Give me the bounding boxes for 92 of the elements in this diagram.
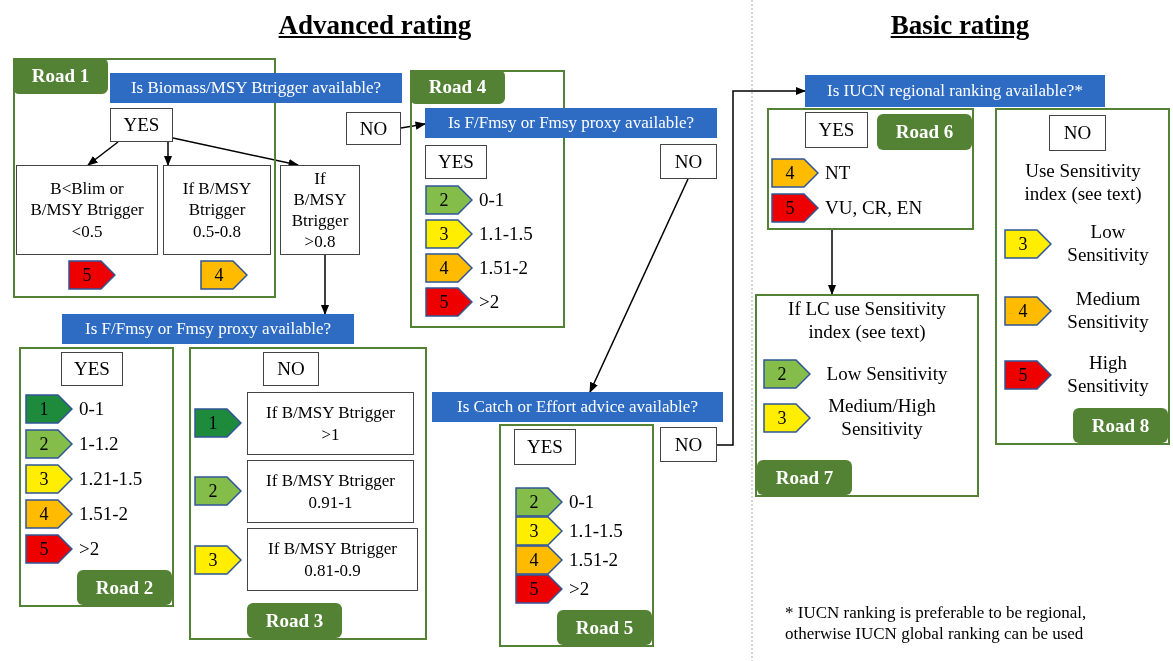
rating-range: 0-1 xyxy=(479,188,505,212)
road-panel xyxy=(995,108,1170,445)
rating-badge: 1 xyxy=(25,394,73,424)
rating-badge: 2 xyxy=(194,476,242,506)
rating-badge: 3 xyxy=(194,545,242,575)
road-panel xyxy=(755,294,979,497)
road-tab: Road 5 xyxy=(557,610,652,645)
rating-range: >2 xyxy=(479,290,500,314)
rating-range: 1.21-1.5 xyxy=(79,467,143,491)
road-panel xyxy=(499,424,654,647)
rating-badge: 4 xyxy=(515,545,563,575)
rating-range: 1.51-2 xyxy=(79,502,129,526)
rating-badge: 5 xyxy=(1004,360,1052,390)
arrow xyxy=(163,141,173,167)
road-panel xyxy=(19,347,174,607)
rating-badge: 5 xyxy=(515,574,563,604)
condition-box: B<Blim or B/MSY Btrigger <0.5 xyxy=(16,165,158,255)
road-tab: Road 1 xyxy=(15,60,108,94)
rating-badge: 4 xyxy=(25,499,73,529)
answer-box: NO xyxy=(660,427,717,462)
rating-badge: 4 xyxy=(425,253,473,283)
answer-box: YES xyxy=(425,145,487,179)
rating-badge: 3 xyxy=(515,516,563,546)
road-tab: Road 4 xyxy=(412,72,505,104)
question-banner: Is F/Fmsy or Fmsy proxy available? xyxy=(425,108,717,138)
condition-box: If B/MSY Btrigger >0.8 xyxy=(280,165,360,255)
arrow xyxy=(716,86,807,446)
rating-range: 1.51-2 xyxy=(569,548,619,572)
question-banner: Is IUCN regional ranking available?* xyxy=(805,75,1105,107)
panel-heading: Use Sensitivity index (see text) xyxy=(1023,160,1143,206)
panel-heading: If LC use Sensitivity index (see text) xyxy=(787,298,947,344)
arrow xyxy=(589,178,689,393)
rating-range: 1.1-1.5 xyxy=(569,519,623,543)
rating-range: High Sensitivity xyxy=(1066,352,1150,398)
arrow xyxy=(320,254,330,316)
rating-range: Low Sensitivity xyxy=(825,362,949,386)
condition-box: If B/MSY Btrigger 0.91-1 xyxy=(247,460,414,523)
question-banner: Is F/Fmsy or Fmsy proxy available? xyxy=(62,314,354,344)
answer-box: YES xyxy=(110,108,173,142)
rating-badge: 2 xyxy=(763,359,811,389)
question-banner: Is Catch or Effort advice available? xyxy=(432,392,723,422)
rating-range: VU, CR, EN xyxy=(825,196,923,220)
question-banner: Is Biomass/MSY Btrigger available? xyxy=(110,73,402,103)
rating-badge: 2 xyxy=(515,487,563,517)
road-tab: Road 6 xyxy=(877,114,972,150)
rating-badge: 5 xyxy=(68,260,116,290)
rating-badge: 4 xyxy=(771,158,819,188)
section-heading: Advanced rating xyxy=(277,10,473,42)
rating-badge: 3 xyxy=(763,403,811,433)
answer-box: YES xyxy=(514,429,576,465)
answer-box: NO xyxy=(1049,115,1106,151)
rating-badge: 3 xyxy=(1004,229,1052,259)
rating-badge: 5 xyxy=(25,534,73,564)
rating-range: Medium/High Sensitivity xyxy=(827,395,937,441)
rating-badge: 2 xyxy=(25,429,73,459)
rating-range: 0-1 xyxy=(569,490,595,514)
condition-box: If B/MSY Btrigger 0.81-0.9 xyxy=(247,528,418,591)
arrow xyxy=(827,229,837,296)
answer-box: NO xyxy=(660,144,717,179)
rating-badge: 5 xyxy=(425,287,473,317)
road-panel xyxy=(189,347,427,640)
rating-range: 0-1 xyxy=(79,397,105,421)
rating-badge: 5 xyxy=(771,193,819,223)
rating-range: NT xyxy=(825,161,851,185)
road-tab: Road 3 xyxy=(247,603,342,638)
road-tab: Road 8 xyxy=(1073,408,1168,443)
rating-badge: 3 xyxy=(25,464,73,494)
answer-box: YES xyxy=(61,352,123,386)
answer-box: NO xyxy=(263,352,319,386)
rating-badge: 4 xyxy=(200,260,248,290)
section-heading: Basic rating xyxy=(889,10,1031,42)
rating-range: >2 xyxy=(569,577,590,601)
rating-badge: 3 xyxy=(425,219,473,249)
road-tab: Road 2 xyxy=(77,570,172,605)
rating-badge: 1 xyxy=(194,408,242,438)
rating-range: >2 xyxy=(79,537,100,561)
arrow xyxy=(400,121,427,130)
footnote: * IUCN ranking is preferable to be regional, otherwise IUCN global ranking can be used xyxy=(785,602,1088,646)
condition-box: If B/MSY Btrigger 0.5-0.8 xyxy=(163,165,271,255)
rating-badge: 2 xyxy=(425,185,473,215)
rating-badge: 4 xyxy=(1004,296,1052,326)
answer-box: NO xyxy=(346,112,401,145)
rating-range: 1-1.2 xyxy=(79,432,119,456)
arrow xyxy=(87,141,119,166)
rating-range: 1.51-2 xyxy=(479,256,529,280)
road-panel xyxy=(767,108,974,230)
rating-range: Medium Sensitivity xyxy=(1066,288,1150,334)
rating-range: 1.1-1.5 xyxy=(479,222,533,246)
rating-range: Low Sensitivity xyxy=(1066,221,1150,267)
condition-box: If B/MSY Btrigger >1 xyxy=(247,392,414,455)
road-tab: Road 7 xyxy=(757,460,852,495)
answer-box: YES xyxy=(805,112,868,148)
